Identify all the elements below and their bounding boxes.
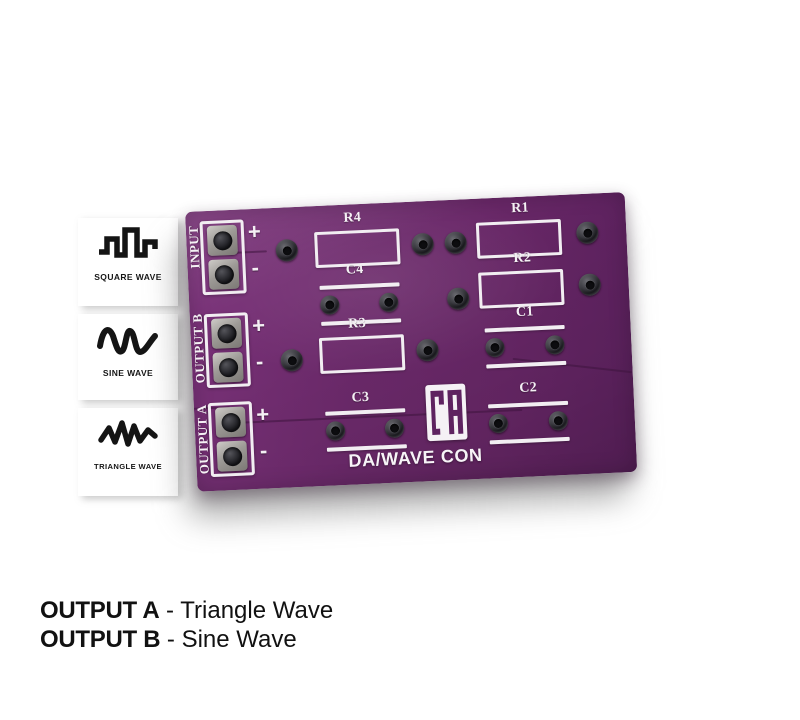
terminal-block-output-b[interactable] bbox=[203, 312, 251, 389]
polarity-minus-output-b: - bbox=[255, 348, 264, 374]
terminal-block-output-a[interactable] bbox=[207, 401, 256, 478]
solder-pad bbox=[275, 238, 299, 262]
solder-pad bbox=[411, 232, 435, 256]
legend-item-sine-wave: SINE WAVE bbox=[78, 314, 178, 400]
pcb-board: INPUT + - OUTPUT B + - OUTPUT A + - R4 R… bbox=[185, 192, 638, 492]
screw-terminal-positive[interactable] bbox=[206, 224, 238, 257]
screw-terminal-negative[interactable] bbox=[212, 351, 244, 383]
sine-wave-icon bbox=[97, 327, 158, 355]
screw-hole-icon bbox=[222, 446, 243, 467]
screw-hole-icon bbox=[216, 323, 237, 344]
polarity-minus-output-a: - bbox=[259, 437, 268, 463]
component-footprint-r2 bbox=[478, 268, 565, 309]
component-ref-r3: R3 bbox=[347, 315, 367, 332]
solder-pad bbox=[446, 287, 470, 311]
polarity-plus-input: + bbox=[247, 218, 262, 245]
component-footprint-r3 bbox=[318, 334, 406, 375]
legend-label-square-wave: SQUARE WAVE bbox=[94, 272, 162, 282]
solder-pad bbox=[575, 221, 599, 245]
solder-pad bbox=[280, 348, 304, 372]
legend-label-sine-wave: SINE WAVE bbox=[102, 368, 154, 378]
square-wave-icon bbox=[99, 227, 158, 258]
caption-output-a-value: - Triangle Wave bbox=[159, 597, 334, 624]
component-ref-c3: C3 bbox=[351, 389, 370, 406]
screw-terminal-negative[interactable] bbox=[216, 440, 248, 472]
polarity-plus-output-a: + bbox=[255, 401, 270, 427]
legend-label-triangle-wave: TRIANGLE WAVE bbox=[94, 462, 162, 471]
screw-hole-icon bbox=[218, 357, 239, 378]
caption-line-output-a: OUTPUT A - Triangle Wave bbox=[40, 596, 640, 625]
screw-hole-icon bbox=[213, 264, 234, 285]
screw-hole-icon bbox=[212, 230, 233, 251]
legend-item-square-wave: SQUARE WAVE bbox=[78, 218, 178, 306]
terminal-label-input: INPUT bbox=[185, 225, 203, 269]
component-ref-r4: R4 bbox=[343, 210, 362, 226]
component-ref-r2: R2 bbox=[513, 250, 532, 267]
component-ref-c4: C4 bbox=[345, 261, 364, 278]
screw-terminal-positive[interactable] bbox=[214, 406, 247, 438]
component-ref-c2: C2 bbox=[519, 380, 538, 397]
screw-hole-icon bbox=[220, 412, 241, 433]
legend-item-triangle-wave: TRIANGLE WAVE bbox=[78, 408, 178, 496]
screw-terminal-negative[interactable] bbox=[208, 258, 240, 290]
screw-terminal-positive[interactable] bbox=[210, 317, 243, 349]
caption-block: OUTPUT A - Triangle Wave OUTPUT B - Sine… bbox=[40, 596, 640, 654]
caption-output-b-label: OUTPUT B bbox=[40, 626, 161, 653]
caption-line-output-b: OUTPUT B - Sine Wave bbox=[40, 625, 640, 654]
triangle-wave-icon bbox=[98, 420, 158, 447]
terminal-label-output-a: OUTPUT A bbox=[193, 404, 212, 475]
caption-output-a-label: OUTPUT A bbox=[40, 597, 160, 624]
solder-pad bbox=[416, 338, 440, 362]
solder-pad bbox=[578, 273, 602, 297]
solder-pad bbox=[444, 231, 468, 255]
da-logo-glyph bbox=[430, 389, 464, 436]
terminal-label-output-b: OUTPUT B bbox=[189, 313, 208, 384]
polarity-plus-output-b: + bbox=[251, 312, 266, 339]
caption-output-b-value: - Sine Wave bbox=[160, 626, 297, 653]
polarity-minus-input: - bbox=[251, 254, 260, 281]
component-ref-c1: C1 bbox=[515, 304, 534, 321]
component-ref-r1: R1 bbox=[510, 200, 530, 217]
waveform-legend: SQUARE WAVE SINE WAVE TRIANGLE WAVE bbox=[78, 218, 178, 498]
terminal-block-input[interactable] bbox=[199, 219, 247, 296]
da-logo-icon bbox=[425, 383, 468, 442]
